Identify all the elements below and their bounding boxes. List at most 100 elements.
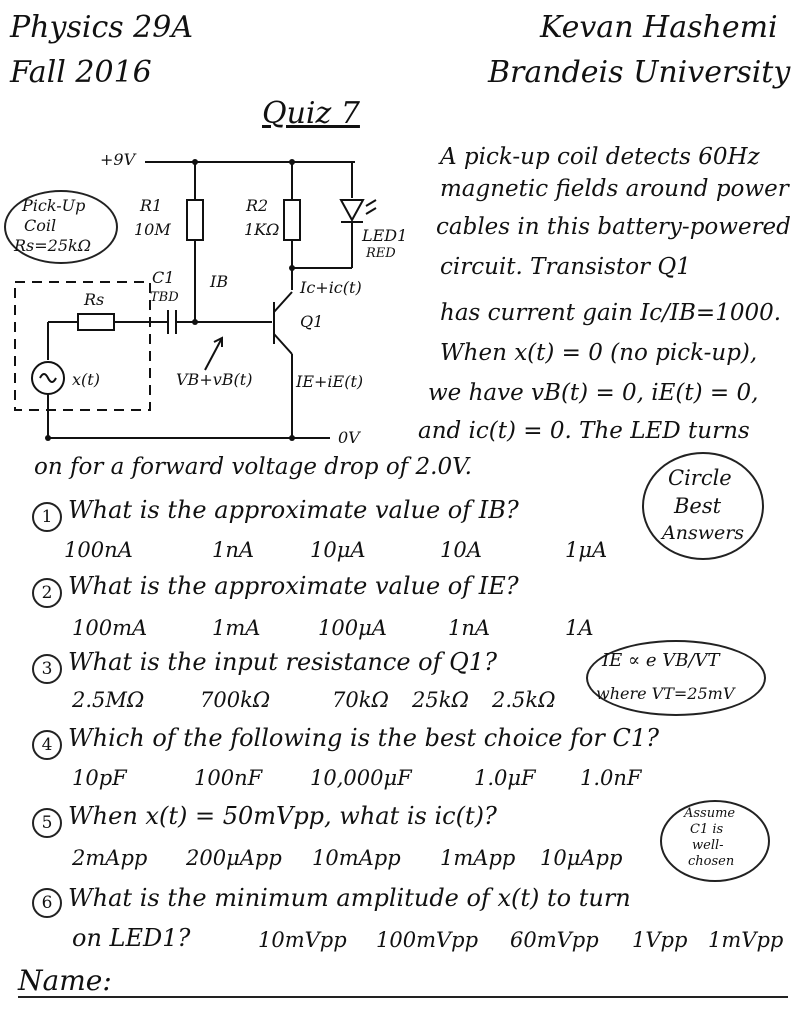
ie-label: IE+iE(t) [296, 372, 364, 391]
question-text: Which of the following is the best choic… [68, 724, 659, 752]
name-line[interactable] [18, 996, 788, 998]
r2-resistor [283, 199, 301, 241]
answer-options: 10mVpp 100mVpp 60mVpp 1Vpp 1mVpp [0, 928, 796, 958]
answer-option[interactable]: 200μApp [186, 846, 282, 870]
r1-label: R1 [140, 196, 163, 215]
intro-line: When x(t) = 0 (no pick-up), [440, 340, 758, 366]
circle-note: Answers [662, 522, 745, 544]
intro-line: has current gain Ic/IB=1000. [440, 300, 782, 326]
r2-label: R2 [246, 196, 269, 215]
answer-option[interactable]: 1.0nF [580, 766, 642, 790]
course-title: Physics 29A [10, 10, 194, 45]
led-color: RED [366, 246, 396, 261]
intro-line: circuit. Transistor Q1 [440, 254, 691, 280]
institution: Brandeis University [488, 55, 791, 90]
question-text: What is the approximate value of IB? [68, 496, 519, 524]
rs-label: Rs [84, 290, 105, 309]
answer-option[interactable]: 10pF [72, 766, 127, 790]
answer-option[interactable]: 1μA [565, 538, 608, 562]
ib-label: IB [210, 272, 229, 291]
led-label: LED1 [362, 226, 408, 245]
intro-line: A pick-up coil detects 60Hz [440, 144, 760, 170]
coil-label-1: Pick-Up [22, 196, 86, 215]
answer-option[interactable]: 10μApp [540, 846, 623, 870]
assume-note: C1 is [690, 822, 724, 837]
source-label: x(t) [72, 370, 100, 389]
circle-note: Best [674, 494, 722, 518]
circle-note: Circle [668, 466, 732, 490]
answer-option[interactable]: 10A [440, 538, 482, 562]
question-text-continued: on LED1? [72, 924, 191, 952]
answer-options: 10pF 100nF 10,000μF 1.0μF 1.0nF [0, 766, 796, 796]
intro-line: and ic(t) = 0. The LED turns [418, 418, 750, 444]
term: Fall 2016 [10, 55, 152, 90]
quiz-title: Quiz 7 [262, 96, 360, 131]
r2-value: 1KΩ [244, 220, 280, 239]
intro-line: we have vB(t) = 0, iE(t) = 0, [428, 380, 759, 406]
question-text: When x(t) = 50mVpp, what is ic(t)? [68, 802, 497, 830]
question-text: What is the approximate value of IE? [68, 572, 519, 600]
answer-option[interactable]: 1.0μF [474, 766, 536, 790]
answer-option[interactable]: 2.5MΩ [72, 688, 145, 712]
question-text: What is the minimum amplitude of x(t) to… [68, 884, 631, 912]
intro-line: cables in this battery-powered [436, 214, 791, 240]
answer-option[interactable]: 2.5kΩ [492, 688, 556, 712]
question-text: What is the input resistance of Q1? [68, 648, 497, 676]
answer-option[interactable]: 25kΩ [412, 688, 469, 712]
rs-resistor [77, 313, 115, 331]
intro-line: on for a forward voltage drop of 2.0V. [34, 454, 472, 480]
c1-label: C1 [152, 268, 175, 287]
answer-option[interactable]: 10,000μF [310, 766, 412, 790]
formula-note: IE ∝ e VB/VT [602, 650, 720, 671]
answer-option[interactable]: 10mApp [312, 846, 401, 870]
answer-option[interactable]: 60mVpp [510, 928, 599, 952]
answer-option[interactable]: 700kΩ [200, 688, 271, 712]
answer-options: 2.5MΩ 700kΩ 70kΩ 25kΩ 2.5kΩ [0, 688, 796, 718]
author: Kevan Hashemi [540, 10, 778, 45]
coil-label-2: Coil [24, 216, 57, 235]
question-number: 5 [32, 808, 62, 838]
answer-option[interactable]: 1mVpp [708, 928, 784, 952]
assume-bubble [660, 800, 770, 882]
answer-option[interactable]: 70kΩ [332, 688, 389, 712]
answer-option[interactable]: 10mVpp [258, 928, 347, 952]
r1-resistor [186, 199, 204, 241]
coil-label-3: Rs=25kΩ [14, 236, 91, 255]
answer-option[interactable]: 1Vpp [632, 928, 688, 952]
question-number: 4 [32, 730, 62, 760]
q1-label: Q1 [300, 312, 324, 331]
c1-value: TBD [150, 290, 179, 305]
assume-note: chosen [688, 854, 735, 869]
led-symbol [339, 199, 365, 223]
answer-options: 100mA 1mA 100μA 1nA 1A [0, 616, 796, 646]
question-number: 6 [32, 888, 62, 918]
answer-option[interactable]: 1mApp [440, 846, 516, 870]
question-number: 3 [32, 654, 62, 684]
question-number: 2 [32, 578, 62, 608]
answer-option[interactable]: 100mA [72, 616, 148, 640]
intro-line: magnetic fields around power [440, 176, 789, 202]
answer-option[interactable]: 1nA [448, 616, 491, 640]
ic-label: Ic+ic(t) [300, 278, 362, 297]
circle-answers-bubble [642, 452, 764, 560]
formula-bubble [586, 640, 766, 716]
answer-options: 100nA 1nA 10μA 10A 1μA [0, 538, 796, 568]
answer-option[interactable]: 10μA [310, 538, 366, 562]
answer-option[interactable]: 100mVpp [376, 928, 479, 952]
question-number: 1 [32, 502, 62, 532]
answer-option[interactable]: 100nF [194, 766, 263, 790]
assume-note: Assume [684, 806, 736, 821]
coil-callout [4, 190, 118, 264]
answer-option[interactable]: 1mA [212, 616, 261, 640]
answer-options: 2mApp 200μApp 10mApp 1mApp 10μApp [0, 846, 796, 876]
answer-option[interactable]: 100μA [318, 616, 387, 640]
answer-option[interactable]: 100nA [64, 538, 133, 562]
answer-option[interactable]: 1A [565, 616, 594, 640]
assume-note: well- [692, 838, 724, 853]
answer-option[interactable]: 1nA [212, 538, 255, 562]
name-label: Name: [18, 964, 112, 997]
vb-label: VB+vB(t) [176, 370, 253, 389]
answer-option[interactable]: 2mApp [72, 846, 148, 870]
